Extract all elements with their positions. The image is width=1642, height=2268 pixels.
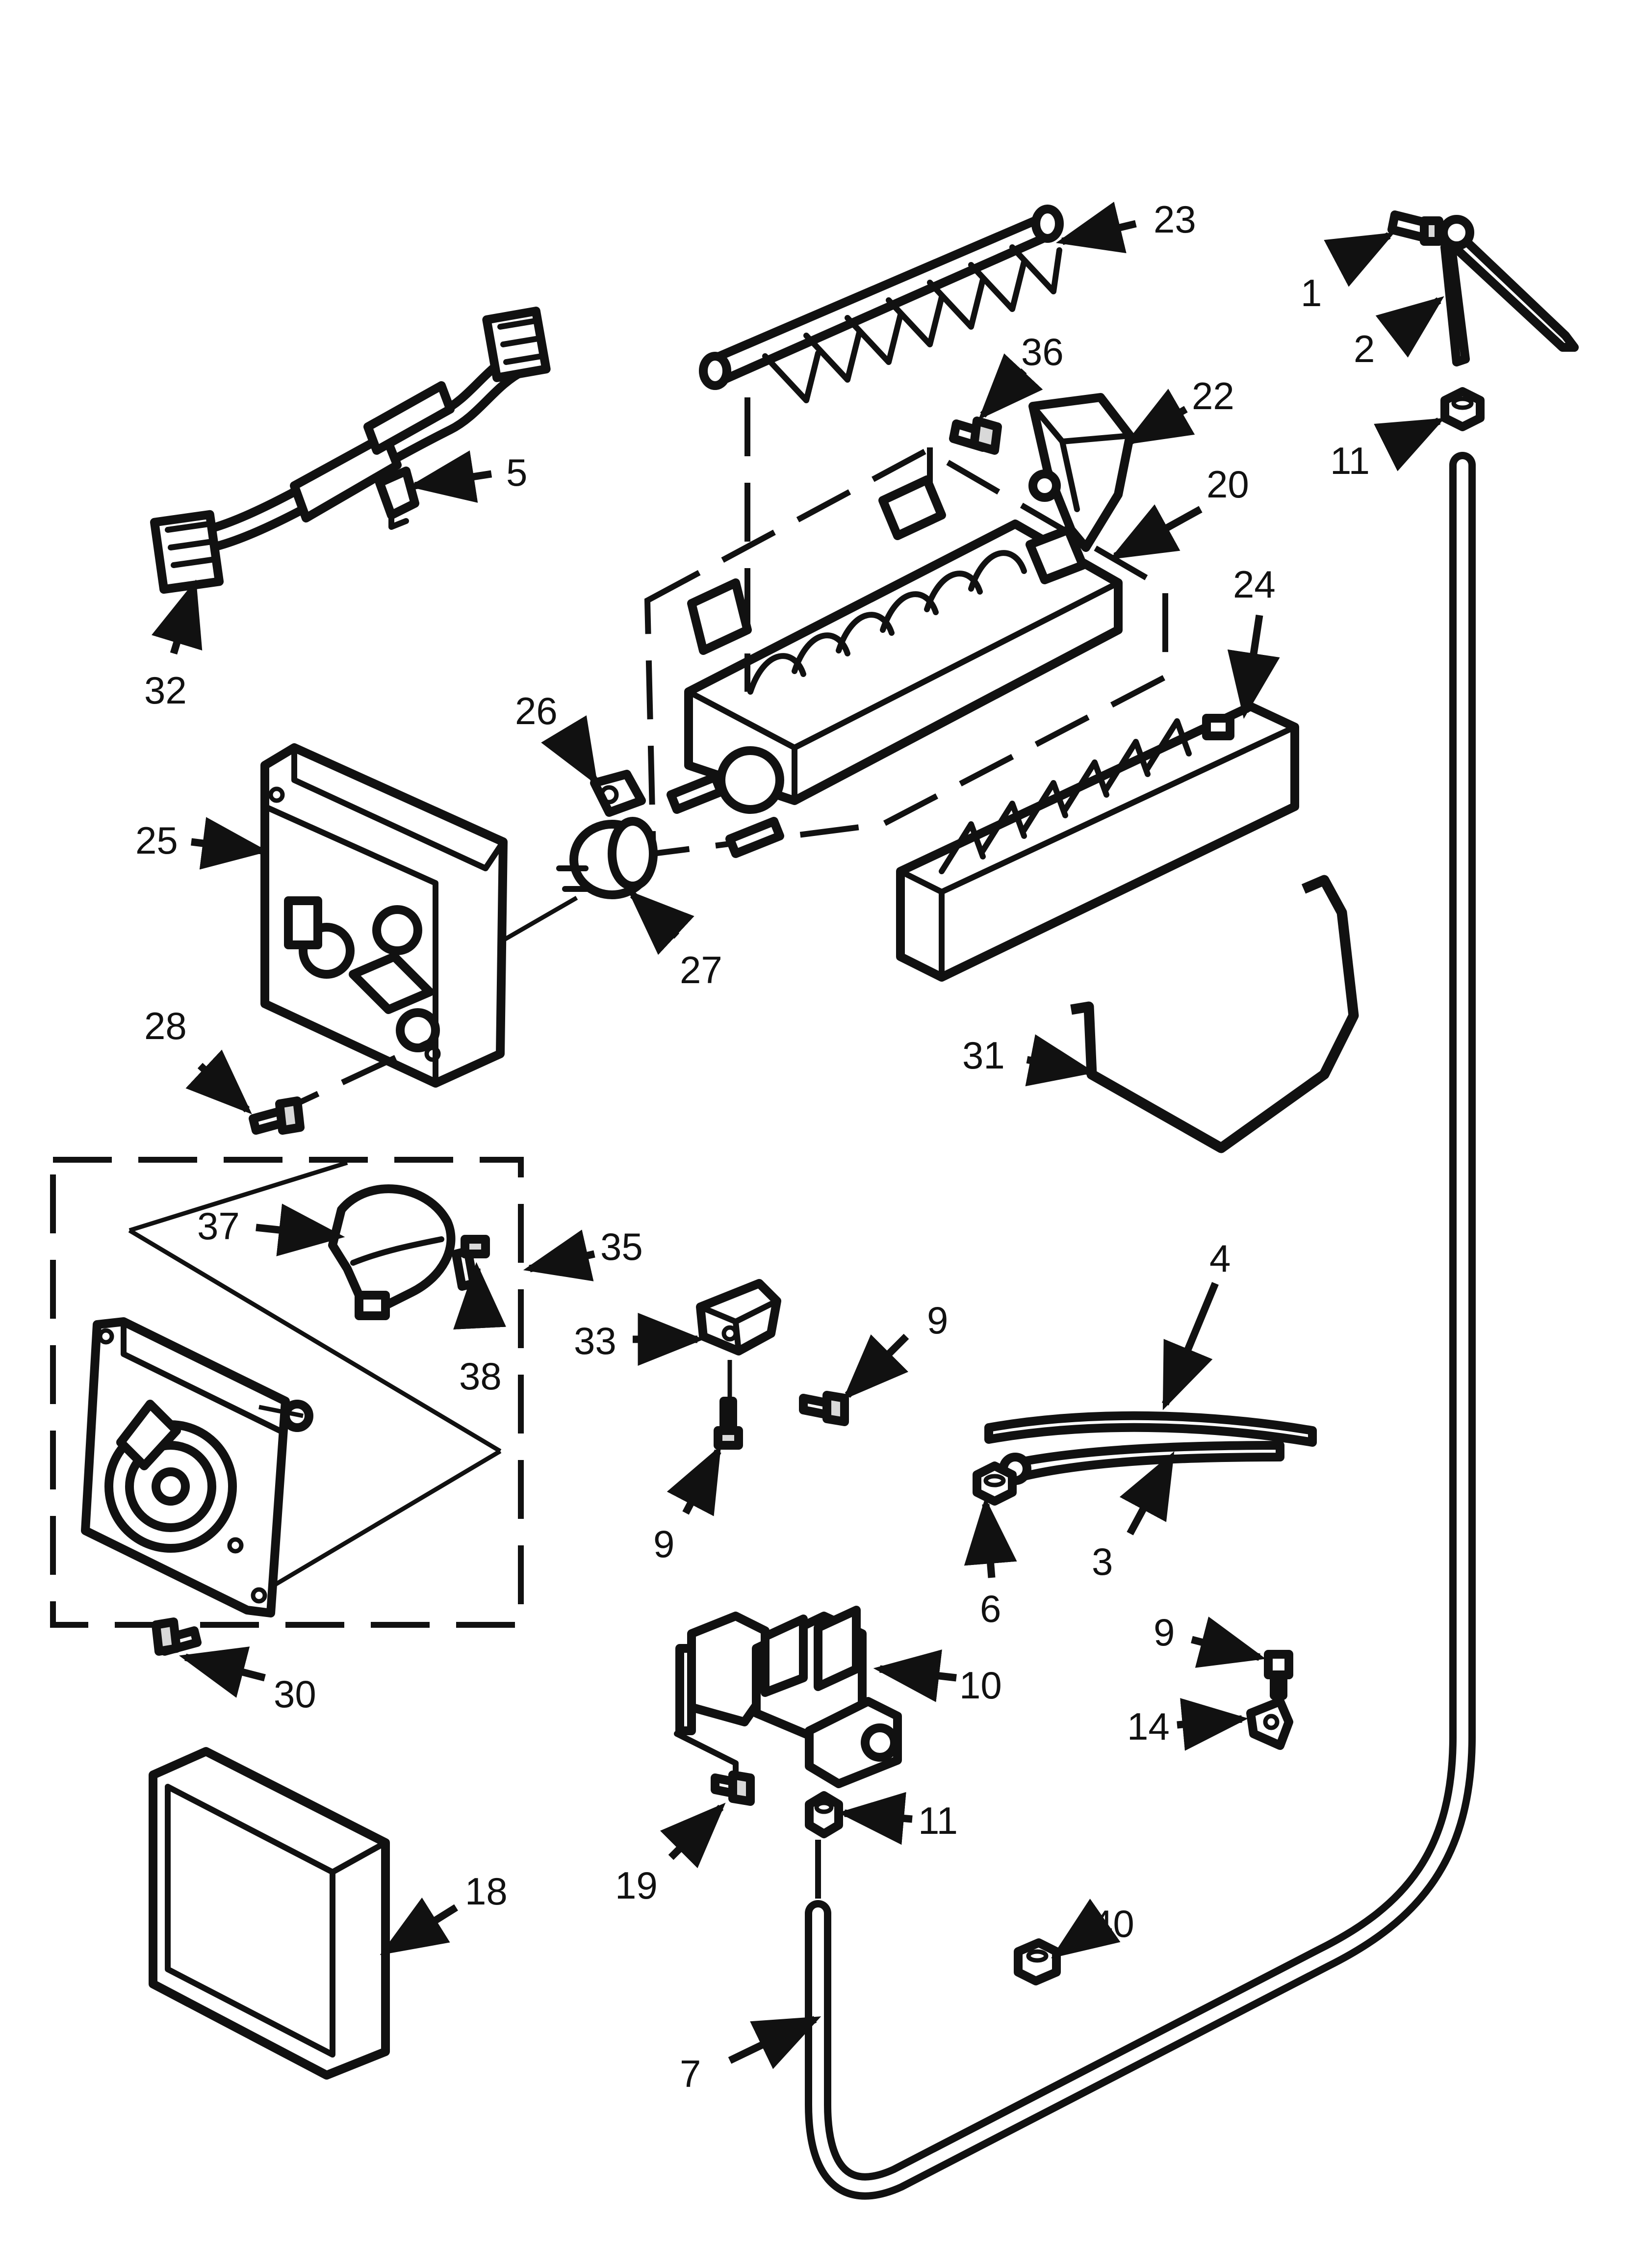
part-35-module-assembly: [50, 1157, 524, 1628]
callout-20: 20: [1206, 463, 1249, 506]
callout-35: 35: [600, 1225, 643, 1268]
part-25-housing: [260, 743, 508, 1121]
callout-10: 10: [959, 1664, 1002, 1707]
callout-11-bottom: 11: [918, 1799, 958, 1842]
callout-2: 2: [1354, 327, 1375, 370]
part-32-wire-harness: [150, 307, 551, 594]
callout-5: 5: [506, 451, 527, 494]
callout-7: 7: [680, 2052, 701, 2095]
part-10-water-valve: [674, 1606, 902, 1788]
callout-4: 4: [1209, 1237, 1231, 1280]
part-26-clip: [590, 770, 646, 817]
callout-1: 1: [1301, 271, 1322, 314]
callout-9-c: 9: [1154, 1611, 1175, 1654]
callout-32: 32: [144, 669, 187, 712]
part-9-screw-c: [1264, 1650, 1293, 1700]
callout-36: 36: [1021, 330, 1064, 373]
part-9-screw-b: [714, 1360, 743, 1450]
callout-30: 30: [274, 1672, 316, 1716]
callout-31: 31: [962, 1034, 1005, 1077]
callout-6: 6: [980, 1587, 1001, 1630]
callout-9-a: 9: [927, 1299, 948, 1342]
callout-23: 23: [1154, 198, 1196, 241]
callout-9-b: 9: [653, 1522, 674, 1565]
part-2-fill-tube-bracket: [1437, 215, 1579, 366]
leader-lines: [151, 202, 1445, 2069]
part-37-motor: [328, 1184, 456, 1320]
part-31-bail-arm: [1070, 875, 1359, 1153]
callout-28: 28: [144, 1004, 187, 1047]
part-6-nut: [973, 1461, 1017, 1506]
callout-33: 33: [574, 1319, 616, 1362]
callout-24: 24: [1233, 563, 1276, 606]
part-18-cover: [149, 1747, 390, 2080]
part-11-nut-bottom: [805, 1791, 843, 1904]
part-5-clip: [375, 467, 419, 530]
part-30-screw: [152, 1617, 202, 1656]
callout-22: 22: [1192, 374, 1234, 417]
callout-18: 18: [465, 1870, 508, 1913]
callout-14: 14: [1127, 1705, 1170, 1748]
callout-27: 27: [680, 948, 722, 991]
part-36-screw: [949, 417, 1002, 455]
part-11-nut-top: [1440, 387, 1485, 431]
callout-19: 19: [615, 1864, 658, 1907]
part-33-cover: [696, 1279, 781, 1356]
part-38-screw: [452, 1235, 490, 1291]
part-27-thermostat: [499, 817, 658, 944]
part-40-nut: [1014, 1938, 1061, 1985]
callout-25: 25: [135, 819, 178, 862]
part-4-tube: [984, 1411, 1317, 1447]
callout-37: 37: [197, 1204, 240, 1248]
callout-26: 26: [515, 689, 558, 732]
callout-40: 40: [1092, 1902, 1134, 1945]
callout-labels: 23 1 2 11 5 36 22 20 24 32 26 25 27 28 3…: [135, 198, 1375, 2095]
module-plate: [81, 1317, 313, 1617]
water-supply-tube: [805, 452, 1476, 2200]
part-28-screw: [249, 1096, 305, 1135]
part-1-screw: [1387, 210, 1443, 246]
callout-38: 38: [459, 1355, 502, 1398]
part-24-stripper: [896, 702, 1299, 982]
callout-3: 3: [1092, 1540, 1113, 1583]
part-14-clamp: [1246, 1697, 1293, 1750]
part-9-screw-a: [799, 1391, 849, 1426]
part-19-screw: [711, 1771, 755, 1806]
part-23-ejector: [699, 205, 1064, 403]
part-3-tube: [999, 1441, 1284, 1485]
part-22-fill-cup: [1028, 393, 1134, 552]
part-20-mold: [644, 397, 1168, 858]
callout-11-top: 11: [1330, 439, 1370, 482]
